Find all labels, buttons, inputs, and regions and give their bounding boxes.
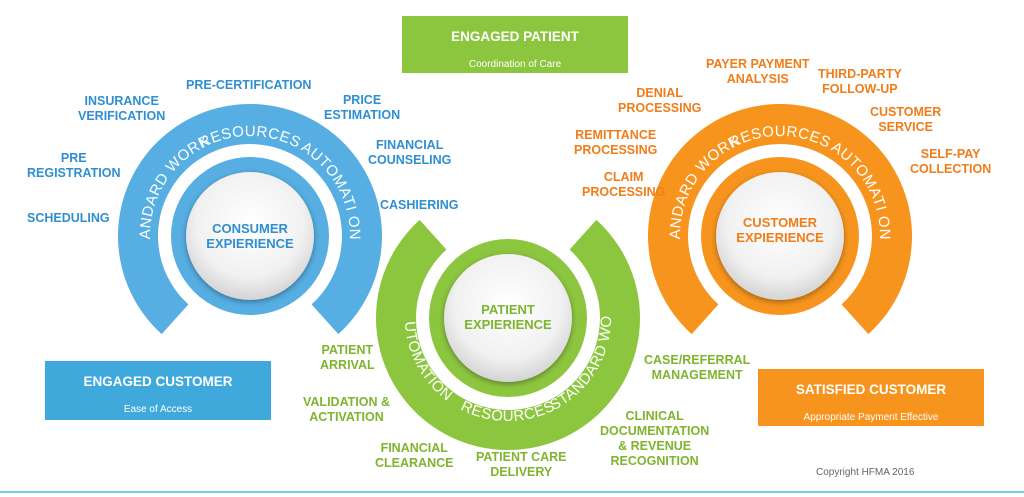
patient-hub-line2: EXPIERIENCE (464, 317, 552, 332)
label-patient-arrival: PATIENT ARRIVAL (320, 343, 375, 372)
consumer-hub-line2: EXPIERIENCE (206, 236, 294, 251)
engaged-customer-item: Improved Consumer Service (94, 430, 222, 441)
satisfied-customer-title: SATISFIED CUSTOMER (795, 382, 947, 397)
engaged-customer-item: Improved Quality (120, 456, 196, 467)
bottom-divider (0, 491, 1024, 493)
label-financial-counseling: FINANCIAL COUNSELING (368, 138, 452, 167)
patient-ring-arc (376, 219, 641, 451)
consumer-hub (186, 172, 314, 300)
engaged-patient-item: Coordinated Financial & Clinical Care (431, 85, 599, 96)
label-cashiering: CASHIERING (380, 198, 459, 212)
consumer-ring-arc (118, 104, 383, 335)
patient-hub (444, 254, 572, 382)
label-scheduling: SCHEDULING (27, 211, 110, 225)
label-self-pay-collection: SELF-PAY COLLECTION (910, 147, 992, 176)
engaged-customer-box: ENGAGED CUSTOMER Ease of Access Improved… (45, 361, 271, 467)
engaged-patient-item: Compliant Clinical Documentation (439, 111, 591, 122)
label-validation-activation: VALIDATION & ACTIVATION (303, 395, 391, 424)
engaged-patient-title: ENGAGED PATIENT (451, 29, 579, 44)
label-clinical-documentation: CLINICAL DOCUMENTATION & REVENUE RECOGNI… (600, 409, 710, 468)
label-case-referral-management: CASE/REFERRAL MANAGEMENT (644, 353, 751, 382)
satisfied-customer-item: Decrease Cost to Collect (815, 464, 927, 475)
label-third-party-follow-up: THIRD-PARTY FOLLOW-UP (818, 67, 902, 96)
satisfied-customer-box: SATISFIED CUSTOMER Appropriate Payment E… (758, 369, 984, 475)
customer-hub-line1: CUSTOMER (743, 215, 818, 230)
engaged-customer-title: ENGAGED CUSTOMER (83, 374, 233, 389)
engaged-customer-item: Ease of Access (123, 404, 193, 415)
patient-hub-line1: PATIENT (481, 302, 535, 317)
engaged-patient-item: Coordination of Care (468, 59, 562, 70)
customer-hub-line2: EXPIERIENCE (736, 230, 824, 245)
label-denial-processing: DENIAL PROCESSING (618, 86, 702, 115)
label-pre-certification: PRE-CERTIFICATION (186, 78, 312, 92)
copyright-text: Copyright HFMA 2016 (816, 467, 915, 478)
label-claim-processing: CLAIM PROCESSING (582, 170, 666, 199)
satisfied-customer-item: & Efficient Account Resolution (804, 438, 938, 449)
customer-ring-arc (648, 104, 913, 335)
label-patient-care-delivery: PATIENT CARE DELIVERY (476, 450, 567, 479)
satisfied-customer-item: Appropriate Payment Effective (803, 412, 939, 423)
label-price-estimation: PRICE ESTIMATION (324, 93, 401, 122)
customer-hub (716, 172, 844, 300)
label-payer-payment-analysis: PAYER PAYMENT ANALYSIS (706, 57, 810, 86)
engaged-patient-box: ENGAGED PATIENT Coordination of Care Coo… (402, 16, 628, 122)
label-pre-registration: PRE REGISTRATION (27, 151, 121, 180)
label-customer-service: CUSTOMER SERVICE (870, 105, 942, 134)
consumer-hub-line1: CONSUMER (212, 221, 288, 236)
label-insurance-verification: INSURANCE VERIFICATION (78, 94, 166, 123)
label-remittance-processing: REMITTANCE PROCESSING (574, 128, 658, 157)
label-financial-clearance: FINANCIAL CLEARANCE (375, 441, 454, 470)
